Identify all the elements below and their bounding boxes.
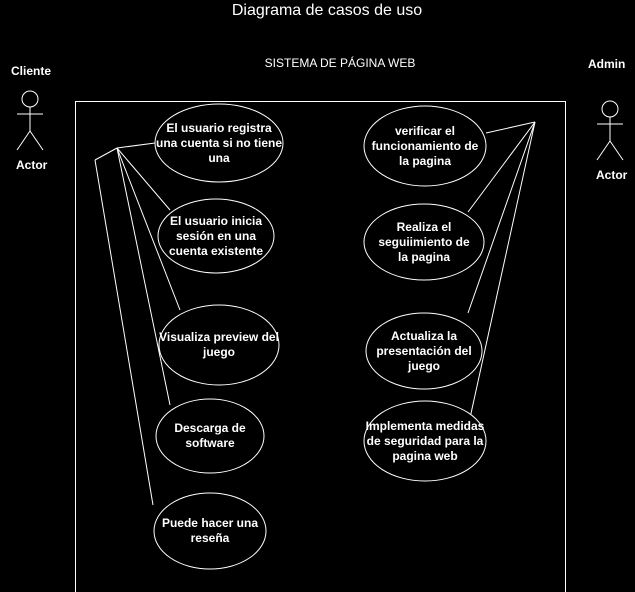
cliente-actor-label: Actor xyxy=(16,158,48,172)
association-line xyxy=(485,121,536,134)
use-case-visualiza-preview[interactable] xyxy=(158,304,280,386)
use-case-actualiza-presentacion[interactable] xyxy=(365,312,483,390)
diagram-title: Diagrama de casos de uso xyxy=(231,2,423,19)
use-case-hacer-resena-label: Puede hacer una reseña xyxy=(161,516,259,545)
use-case-actualiza-presentacion-label: Actualiza la presentación del juego xyxy=(376,328,472,373)
system-label: SISTEMA DE PÁGINA WEB xyxy=(264,56,416,70)
use-case-registrar-cuenta[interactable] xyxy=(154,103,284,183)
admin-associations xyxy=(467,121,536,419)
association-line xyxy=(116,147,181,311)
use-case-medidas-seguridad[interactable] xyxy=(363,400,487,482)
system-boundary xyxy=(75,101,566,592)
use-case-iniciar-sesion[interactable] xyxy=(157,198,275,274)
use-case-descarga-software-label: Descarga de software xyxy=(174,421,246,450)
association-line xyxy=(94,147,118,161)
association-line xyxy=(116,142,156,149)
cliente-associations xyxy=(94,142,181,506)
cliente-actor-figure[interactable] xyxy=(16,90,44,151)
use-case-iniciar-sesion-label: El usuario inicia sesión en una cuenta e… xyxy=(168,213,264,258)
cliente-actor-name: Cliente xyxy=(11,64,52,78)
admin-actor-figure[interactable] xyxy=(596,100,624,161)
admin-actor-name: Admin xyxy=(588,57,626,71)
use-case-verificar-funcionamiento[interactable] xyxy=(363,105,487,187)
use-case-seguimiento-pagina-label: Realiza el seguiimiento de la pagina xyxy=(378,219,470,264)
use-case-seguimiento-pagina[interactable] xyxy=(363,203,485,281)
admin-actor-label: Actor xyxy=(596,168,628,182)
association-line xyxy=(116,147,171,211)
use-case-registrar-cuenta-label: El usuario registra una cuenta si no tie… xyxy=(155,120,283,165)
association-line xyxy=(116,147,171,406)
association-line xyxy=(467,121,536,213)
use-case-hacer-resena[interactable] xyxy=(153,492,267,570)
association-line xyxy=(467,121,536,314)
use-case-verificar-funcionamiento-label: verificar el funcionamiento de la pagina xyxy=(371,123,479,168)
association-line xyxy=(94,159,154,506)
use-case-visualiza-preview-label: Visualiza preview del juego xyxy=(159,330,279,359)
association-line xyxy=(469,121,536,419)
use-case-descarga-software[interactable] xyxy=(155,398,265,474)
use-case-medidas-seguridad-label: Implementa medidas de seguridad para la … xyxy=(365,418,485,463)
